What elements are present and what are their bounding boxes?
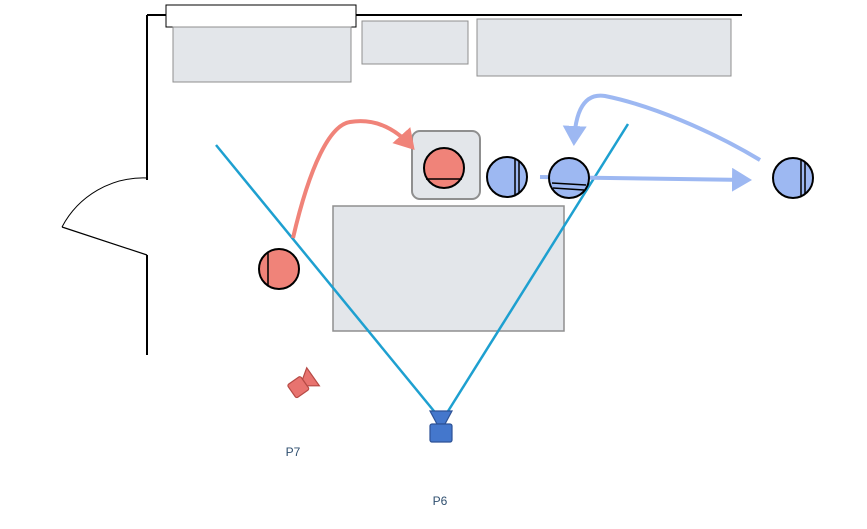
counter-left bbox=[172, 26, 352, 83]
person-blue-standing bbox=[486, 156, 528, 198]
camera-p7-label: P7 bbox=[286, 445, 301, 459]
camera-p6-field-of-view bbox=[215, 123, 630, 417]
counters bbox=[165, 4, 732, 83]
table bbox=[332, 205, 565, 332]
shelf-top bbox=[165, 4, 357, 28]
door-swing-arc bbox=[61, 177, 148, 228]
door bbox=[61, 177, 148, 256]
sightline-right bbox=[443, 123, 630, 417]
person-blue-far-right bbox=[772, 157, 814, 199]
camera-p6-label: P6 bbox=[433, 494, 448, 508]
camera-p6-icon bbox=[428, 410, 454, 443]
person-blue-moving bbox=[548, 157, 590, 199]
person-red-walking bbox=[258, 248, 300, 290]
blue-return-arrow bbox=[562, 93, 762, 162]
counter-right bbox=[476, 18, 732, 77]
camera-p7-icon bbox=[287, 366, 321, 399]
door-leaf bbox=[61, 226, 148, 256]
sightline-left bbox=[215, 144, 439, 417]
counter-middle bbox=[361, 20, 469, 65]
red-movement-arrow bbox=[291, 119, 415, 239]
person-red-seated bbox=[423, 147, 465, 189]
